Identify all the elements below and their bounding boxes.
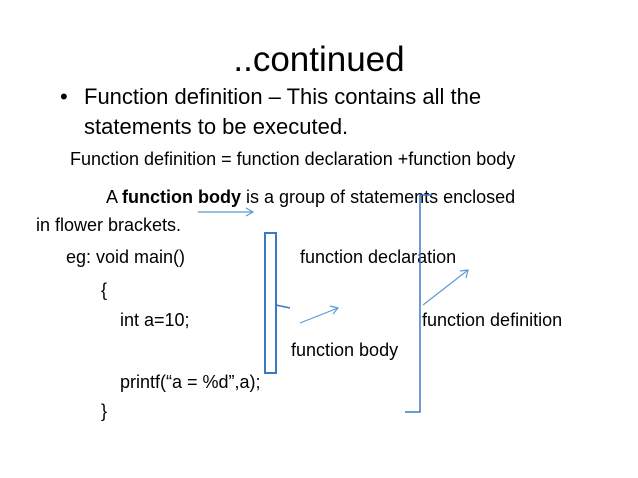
body-text-prefix: A <box>106 187 123 207</box>
annotation-function-body: function body <box>291 340 399 360</box>
body-bracket-tip <box>275 304 291 309</box>
bullet-text-line-2: statements to be executed. <box>84 114 349 139</box>
code-open-brace: { <box>101 280 108 300</box>
body-text-bold-term: function body <box>122 187 241 207</box>
arrow-definition <box>422 269 469 306</box>
bullet-text-line-1: Function definition – This contains all … <box>84 84 482 109</box>
definition-bracket <box>405 194 432 413</box>
code-eg-line: eg: void main() <box>66 247 186 267</box>
arrow-declaration <box>299 307 339 324</box>
body-text-line-1: A function body is a group of statements… <box>106 188 515 206</box>
definition-formula: Function definition = function declarati… <box>70 149 516 169</box>
arrow-definition-head <box>459 269 469 279</box>
annotation-function-definition: function definition <box>422 310 563 330</box>
arrow-declaration-head <box>329 305 340 315</box>
arrow-body-to-bracket-head <box>245 207 255 217</box>
code-close-brace: } <box>101 401 108 421</box>
bullet-marker: • <box>60 84 68 109</box>
body-text-suffix: is a group of statements enclosed <box>241 187 516 207</box>
body-text-line-2: in flower brackets. <box>36 215 182 235</box>
code-printf-line: printf(“a = %d”,a); <box>120 372 261 392</box>
slide-title: ..continued <box>233 40 405 79</box>
body-bracket <box>264 232 277 374</box>
code-int-line: int a=10; <box>120 310 190 330</box>
annotation-function-declaration: function declaration <box>300 247 457 267</box>
